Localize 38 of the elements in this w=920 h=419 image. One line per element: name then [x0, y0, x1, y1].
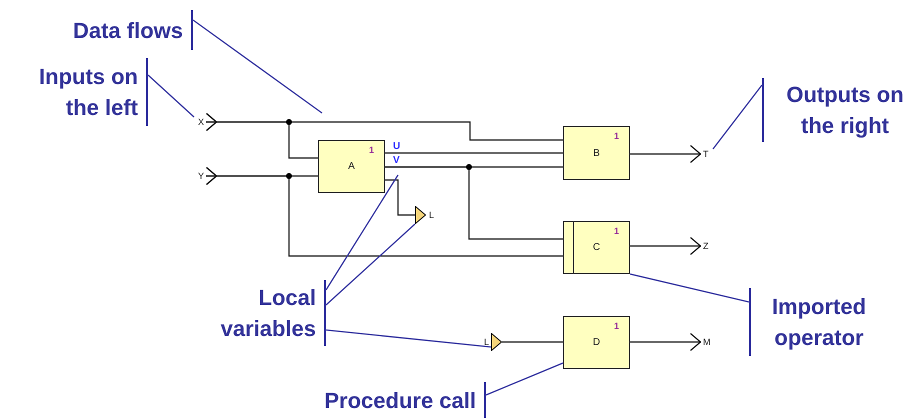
data-flow-wire: [385, 152, 563, 154]
operator-block: B 1: [563, 126, 630, 180]
data-flow-wire: [630, 332, 702, 352]
callout-text: Procedure call: [284, 382, 486, 418]
port-label: L: [429, 211, 436, 220]
operator-block: A 1: [318, 140, 385, 193]
callout-text: Data flows: [45, 10, 193, 50]
leader-line: [486, 362, 564, 396]
port-label: L: [482, 338, 489, 347]
local-variable-triangle: [415, 206, 426, 224]
local-variable-triangle: [491, 333, 502, 351]
data-flow-wire: [206, 166, 563, 257]
port-label: X: [194, 117, 206, 128]
port-label: T: [701, 149, 713, 160]
callout-text: Outputs on the right: [762, 78, 918, 142]
port-label: M: [701, 337, 713, 348]
port-label: Z: [701, 241, 713, 252]
edge-label: U: [393, 142, 400, 152]
data-flow-wire: [502, 341, 563, 343]
leader-line: [630, 273, 750, 303]
edge-label: V: [393, 156, 400, 166]
callout-text: Local variables: [192, 280, 326, 346]
leader-line: [326, 224, 416, 306]
data-flow-wire: [630, 144, 702, 164]
operator-block: D 1: [563, 316, 630, 369]
leader-line: [148, 74, 194, 118]
callout-text: Inputs on the left: [5, 58, 148, 126]
port-label: Y: [194, 171, 206, 182]
leader-line: [192, 19, 322, 114]
imported-operator-block: C 1: [563, 221, 630, 274]
leader-line: [325, 174, 399, 290]
data-flow-wire: [385, 166, 563, 240]
data-flow-wire: [206, 112, 563, 141]
leader-line: [326, 329, 492, 348]
data-flow-wire: [630, 236, 702, 256]
leader-line: [712, 84, 763, 150]
callout-text: Imported operator: [749, 288, 879, 356]
data-flow-wire: [385, 179, 415, 216]
